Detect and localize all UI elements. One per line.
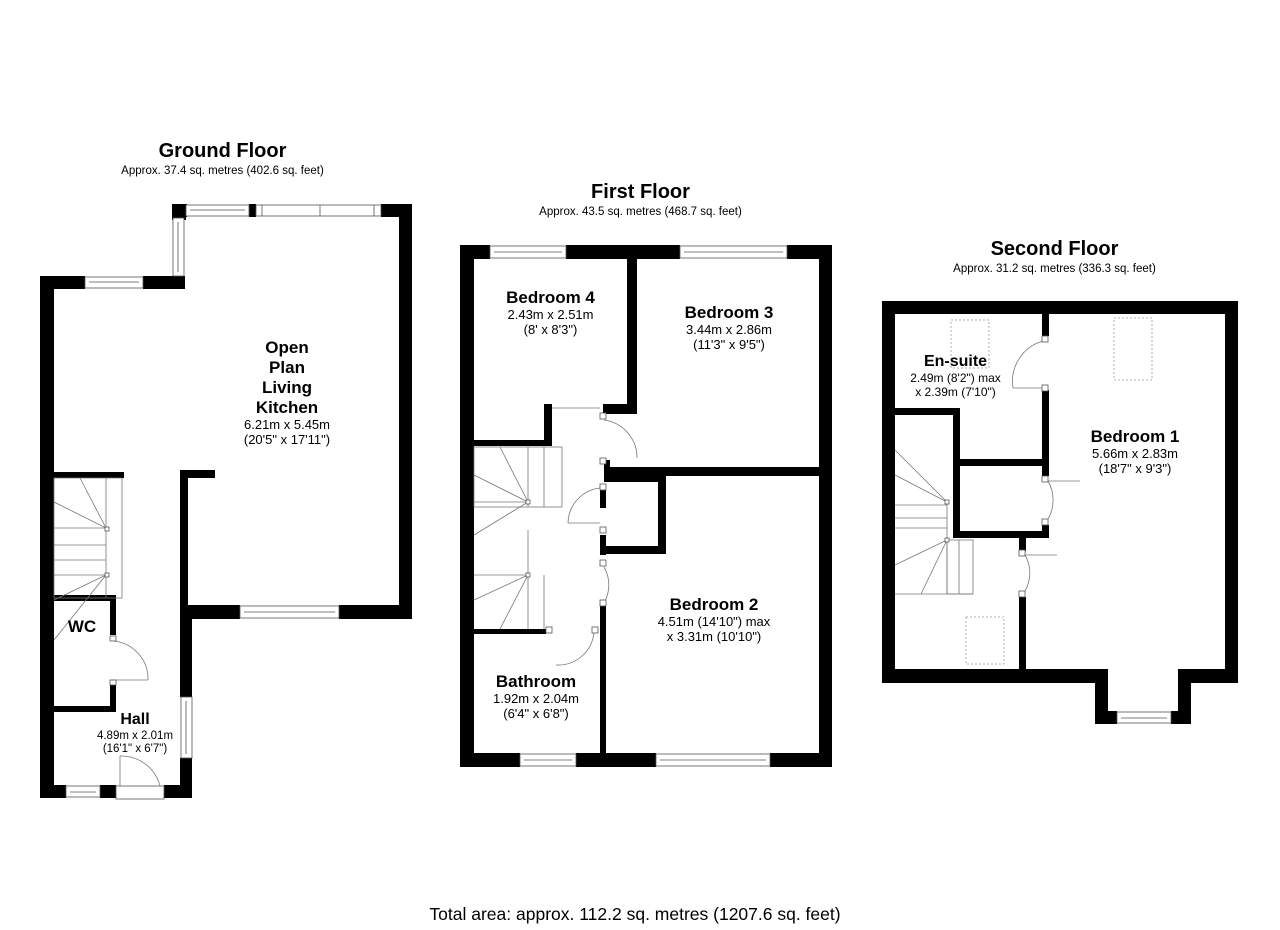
room-label-hall: Hall 4.89m x 2.01m (16'1" x 6'7") — [80, 711, 190, 756]
room-dimensions-imperial: (16'1" x 6'7") — [102, 743, 168, 756]
room-dimensions-line1: 2.49m (8'2") max — [910, 370, 1001, 385]
room-dimensions-metric: 6.21m x 5.45m — [244, 417, 330, 433]
second-floor-title: Second Floor — [990, 238, 1119, 260]
room-label-wc: WC — [62, 617, 102, 637]
first-floor-plan — [460, 245, 832, 767]
room-dimensions-imperial: (8' x 8'3") — [523, 321, 578, 337]
room-label-living-kitchen: Open Plan Living Kitchen 6.21m x 5.45m (… — [207, 338, 367, 448]
room-label-bedroom-4: Bedroom 4 2.43m x 2.51m (8' x 8'3") — [488, 288, 613, 338]
second-floor-plan — [882, 301, 1238, 724]
total-area-caption: Total area: approx. 112.2 sq. metres (12… — [429, 904, 841, 924]
room-dimensions-metric: 1.92m x 2.04m — [493, 691, 579, 707]
room-name: Bedroom 4 — [506, 288, 595, 307]
room-name-line: Kitchen — [255, 398, 319, 418]
room-name: Bathroom — [495, 672, 577, 691]
room-name: Bedroom 1 — [1090, 427, 1180, 446]
room-name: En-suite — [923, 353, 988, 370]
room-dimensions-metric: 4.89m x 2.01m — [96, 729, 174, 742]
room-dimensions-metric: 5.66m x 2.83m — [1092, 446, 1178, 462]
first-floor-heading: First Floor Approx. 43.5 sq. metres (468… — [518, 181, 763, 219]
first-floor-area: Approx. 43.5 sq. metres (468.7 sq. feet) — [539, 206, 742, 218]
room-dimensions-line2: x 2.39m (7'10") — [915, 384, 996, 399]
room-dimensions-imperial: (20'5" x 17'11") — [243, 432, 331, 448]
room-dimensions-line2: x 3.31m (10'10") — [666, 628, 762, 644]
room-dimensions-metric: 2.43m x 2.51m — [507, 307, 594, 323]
room-label-bedroom-1: Bedroom 1 5.66m x 2.83m (18'7" x 9'3") — [1070, 427, 1200, 477]
ground-floor-area: Approx. 37.4 sq. metres (402.6 sq. feet) — [121, 165, 324, 177]
room-label-bedroom-3: Bedroom 3 3.44m x 2.86m (11'3" x 9'5") — [664, 303, 794, 353]
room-dimensions-metric: 3.44m x 2.86m — [686, 322, 772, 338]
second-floor-area: Approx. 31.2 sq. metres (336.3 sq. feet) — [953, 263, 1156, 275]
room-name-line: Living — [261, 378, 313, 398]
room-label-bedroom-2: Bedroom 2 4.51m (14'10") max x 3.31m (10… — [634, 595, 794, 645]
first-floor-title: First Floor — [591, 181, 690, 203]
room-name: Bedroom 2 — [669, 595, 759, 614]
ground-floor-heading: Ground Floor Approx. 37.4 sq. metres (40… — [100, 140, 345, 178]
ground-floor-title: Ground Floor — [158, 140, 287, 162]
room-name-line: Open — [265, 338, 309, 357]
room-label-en-suite: En-suite 2.49m (8'2") max x 2.39m (7'10"… — [893, 353, 1018, 399]
room-dimensions-line1: 4.51m (14'10") max — [657, 614, 771, 630]
room-label-bathroom: Bathroom 1.92m x 2.04m (6'4" x 6'8") — [476, 672, 596, 722]
room-dimensions-imperial: (11'3" x 9'5") — [693, 336, 765, 352]
room-dimensions-imperial: (18'7" x 9'3") — [1098, 460, 1172, 476]
room-name: Hall — [120, 711, 150, 728]
room-dimensions-imperial: (6'4" x 6'8") — [503, 705, 569, 721]
second-floor-heading: Second Floor Approx. 31.2 sq. metres (33… — [932, 238, 1177, 276]
room-name: Bedroom 3 — [684, 303, 774, 322]
room-name: WC — [67, 617, 97, 636]
room-name-line: Plan — [269, 358, 305, 378]
ground-floor-plan — [40, 204, 412, 800]
